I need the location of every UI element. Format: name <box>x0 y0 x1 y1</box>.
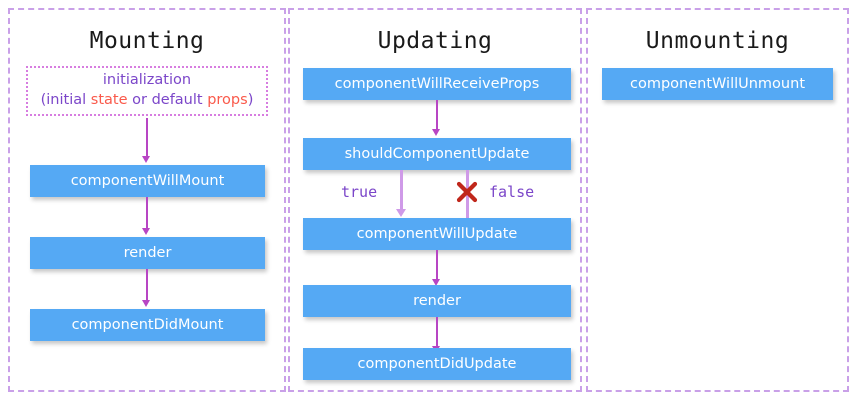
lifecycle-box-component-did-update[interactable]: componentDidUpdate <box>303 348 571 380</box>
branch-line-true <box>400 170 403 212</box>
phase-title-updating: Updating <box>377 28 493 54</box>
branch-head-true <box>396 209 406 217</box>
arrow-head-will-update-to-render <box>432 279 440 286</box>
init-keyword-state: state <box>90 92 128 108</box>
phase-title-mounting: Mounting <box>89 28 205 54</box>
arrow-render-to-did-update <box>436 317 438 348</box>
initialization-box: initialization (initial state or default… <box>26 66 268 116</box>
init-keyword-props: props <box>207 92 248 108</box>
branch-label-false: false <box>489 183 535 201</box>
init-text-pre: (initial <box>40 92 91 108</box>
arrow-head-will-mount-to-render <box>142 228 150 235</box>
lifecycle-box-render-mounting[interactable]: render <box>30 237 265 269</box>
arrow-head-init-to-will-mount <box>142 156 150 163</box>
arrow-init-to-will-mount <box>146 118 148 158</box>
phase-column-unmounting: Unmounting <box>586 8 849 392</box>
init-text-mid: or default <box>127 92 208 108</box>
lifecycle-box-render-updating[interactable]: render <box>303 285 571 317</box>
arrow-head-receive-props-to-should-update <box>432 129 440 136</box>
lifecycle-box-component-will-receive-props[interactable]: componentWillReceiveProps <box>303 68 571 100</box>
arrow-will-update-to-render <box>436 250 438 281</box>
arrow-render-to-did-mount <box>146 269 148 302</box>
initialization-line-1: initialization <box>102 72 192 89</box>
init-text-post: ) <box>247 92 254 108</box>
lifecycle-box-should-component-update[interactable]: shouldComponentUpdate <box>303 138 571 170</box>
blocked-x-icon <box>456 181 478 203</box>
lifecycle-box-component-did-mount[interactable]: componentDidMount <box>30 309 265 341</box>
lifecycle-box-component-will-mount[interactable]: componentWillMount <box>30 165 265 197</box>
arrow-head-render-to-did-mount <box>142 300 150 307</box>
phase-title-unmounting: Unmounting <box>645 28 790 54</box>
branch-label-true: true <box>341 183 378 201</box>
lifecycle-box-component-will-unmount[interactable]: componentWillUnmount <box>602 68 833 100</box>
arrow-will-mount-to-render <box>146 197 148 230</box>
arrow-receive-props-to-should-update <box>436 100 438 131</box>
initialization-line-2: (initial state or default props) <box>41 91 254 111</box>
phase-column-updating: Updating <box>288 8 582 392</box>
phase-column-mounting: Mounting <box>8 8 286 392</box>
lifecycle-box-component-will-update[interactable]: componentWillUpdate <box>303 218 571 250</box>
